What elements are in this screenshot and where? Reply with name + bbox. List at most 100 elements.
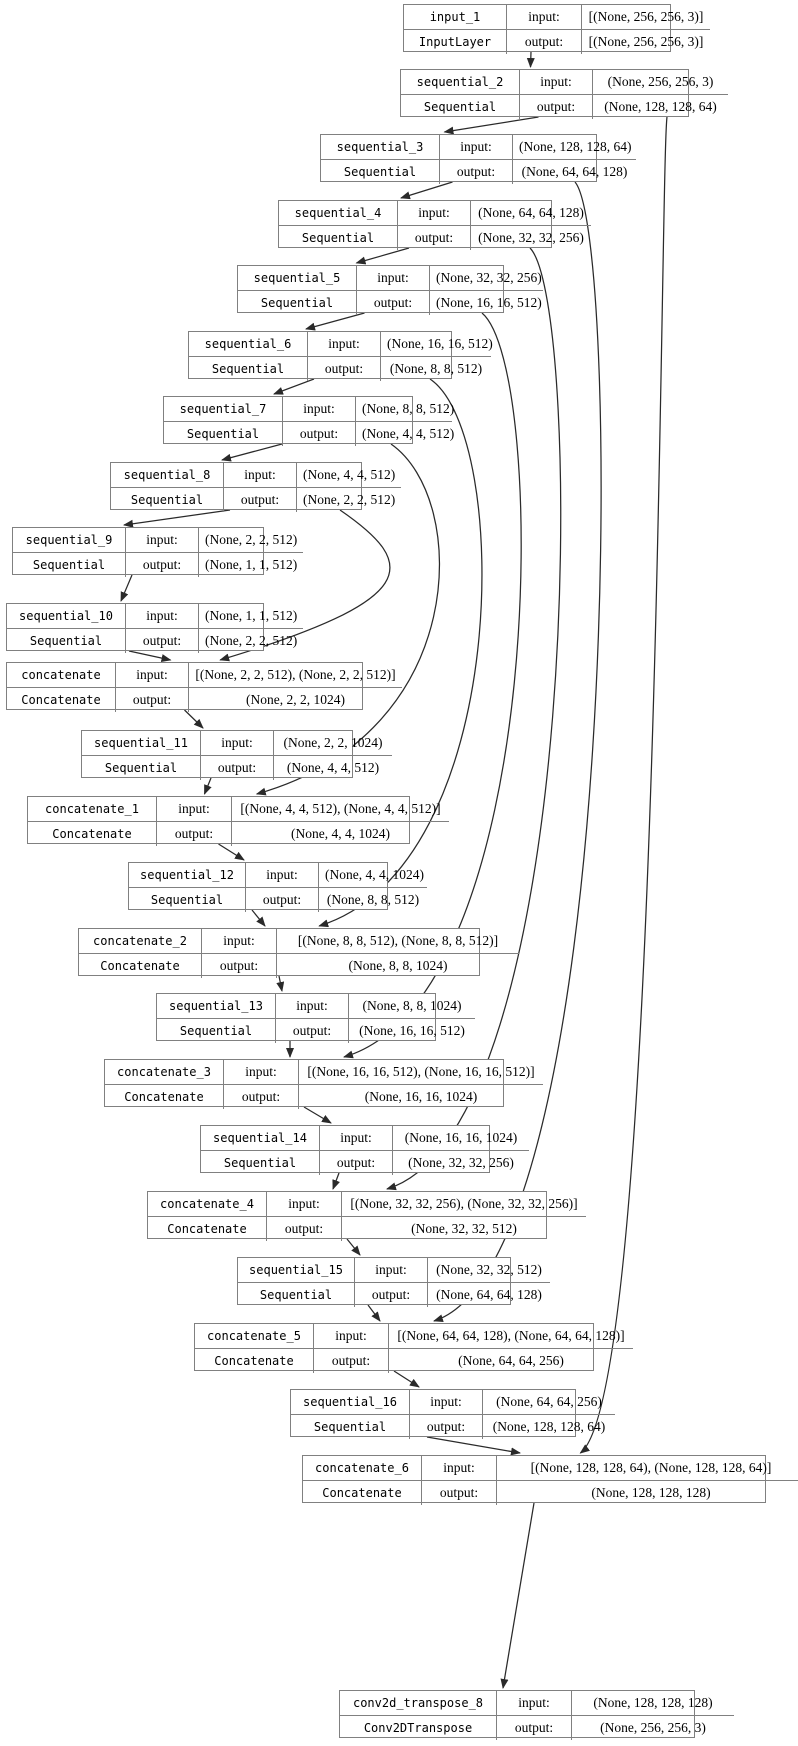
node-type: Sequential [13,552,126,577]
node-name: sequential_14 [201,1126,320,1151]
output-label: output: [354,1282,428,1307]
output-label: output: [409,1414,483,1439]
input-shape: [(None, 64, 64, 128), (None, 64, 64, 128… [388,1324,633,1349]
output-label: output: [125,628,199,653]
node-type: InputLayer [404,29,507,54]
node-name: sequential_15 [238,1258,355,1283]
input-shape: (None, 2, 2, 512) [198,528,303,553]
input-label: input: [156,797,232,822]
output-label: output: [115,687,189,712]
output-label: output: [125,552,199,577]
node-name: sequential_7 [164,397,283,422]
node-type: Concatenate [195,1348,314,1373]
input-label: input: [282,397,356,422]
input-label: input: [313,1324,389,1349]
node-type: Sequential [321,159,440,184]
node-name: concatenate [7,663,116,688]
output-label: output: [397,225,471,250]
input-label: input: [354,1258,428,1283]
node-name: sequential_11 [82,731,201,756]
input-shape: [(None, 256, 256, 3)] [581,5,710,30]
input-label: input: [506,5,582,30]
input-label: input: [266,1192,342,1217]
input-shape: [(None, 8, 8, 512), (None, 8, 8, 512)] [276,929,519,954]
input-shape: [(None, 128, 128, 64), (None, 128, 128, … [496,1456,798,1481]
node-name: sequential_12 [129,863,246,888]
input-shape: (None, 4, 4, 512) [296,463,401,488]
input-label: input: [223,1060,299,1085]
input-label: input: [496,1691,572,1716]
input-shape: (None, 32, 32, 512) [427,1258,550,1283]
input-label: input: [201,929,277,954]
output-shape: (None, 2, 2, 512) [303,492,396,508]
edge-sequential_4-to-concatenate_4 [386,247,562,1191]
input-label: input: [421,1456,497,1481]
output-shape: (None, 256, 256, 3) [600,1720,706,1736]
output-shape: (None, 4, 4, 1024) [231,821,449,846]
output-label: output: [421,1480,497,1505]
node-type: Sequential [291,1414,410,1439]
node-name: sequential_9 [13,528,126,553]
output-label: output: [313,1348,389,1373]
node-type: Sequential [111,487,224,512]
node-type: Concatenate [7,687,116,712]
input-shape: (None, 32, 32, 256) [429,266,543,291]
input-label: input: [307,332,381,357]
input-label: input: [200,731,274,756]
output-shape: (None, 32, 32, 256) [408,1155,514,1171]
edge-sequential_8-to-concatenate [219,509,391,662]
input-label: input: [245,863,319,888]
edge-sequential_14-to-concatenate_4 [332,1172,340,1190]
node-name: sequential_16 [291,1390,410,1415]
input-label: input: [125,604,199,629]
output-shape: (None, 1, 1, 512) [205,557,298,573]
input-label: input: [223,463,297,488]
input-label: input: [409,1390,483,1415]
input-shape: (None, 8, 8, 512) [355,397,454,422]
input-label: input: [356,266,430,291]
input-shape: (None, 4, 4, 1024) [318,863,427,888]
edge-sequential_4-to-sequential_5 [355,247,410,265]
node-name: concatenate_3 [105,1060,224,1085]
output-label: output: [439,159,513,184]
edge-sequential_9-to-sequential_10 [120,574,133,602]
node-type: Concatenate [303,1480,422,1505]
node-name: sequential_13 [157,994,276,1019]
node-type: Sequential [201,1150,320,1175]
input-shape: (None, 8, 8, 1024) [348,994,475,1019]
output-shape: (None, 2, 2, 512) [205,633,298,649]
input-shape: (None, 16, 16, 512) [380,332,493,357]
output-shape: (None, 64, 64, 128) [436,1287,542,1303]
input-shape: [(None, 2, 2, 512), (None, 2, 2, 512)] [188,663,402,688]
input-label: input: [275,994,349,1019]
node-type: Sequential [82,755,201,780]
output-label: output: [156,821,232,846]
output-label: output: [223,487,297,512]
input-shape: (None, 128, 128, 64) [512,135,636,160]
node-name: sequential_3 [321,135,440,160]
